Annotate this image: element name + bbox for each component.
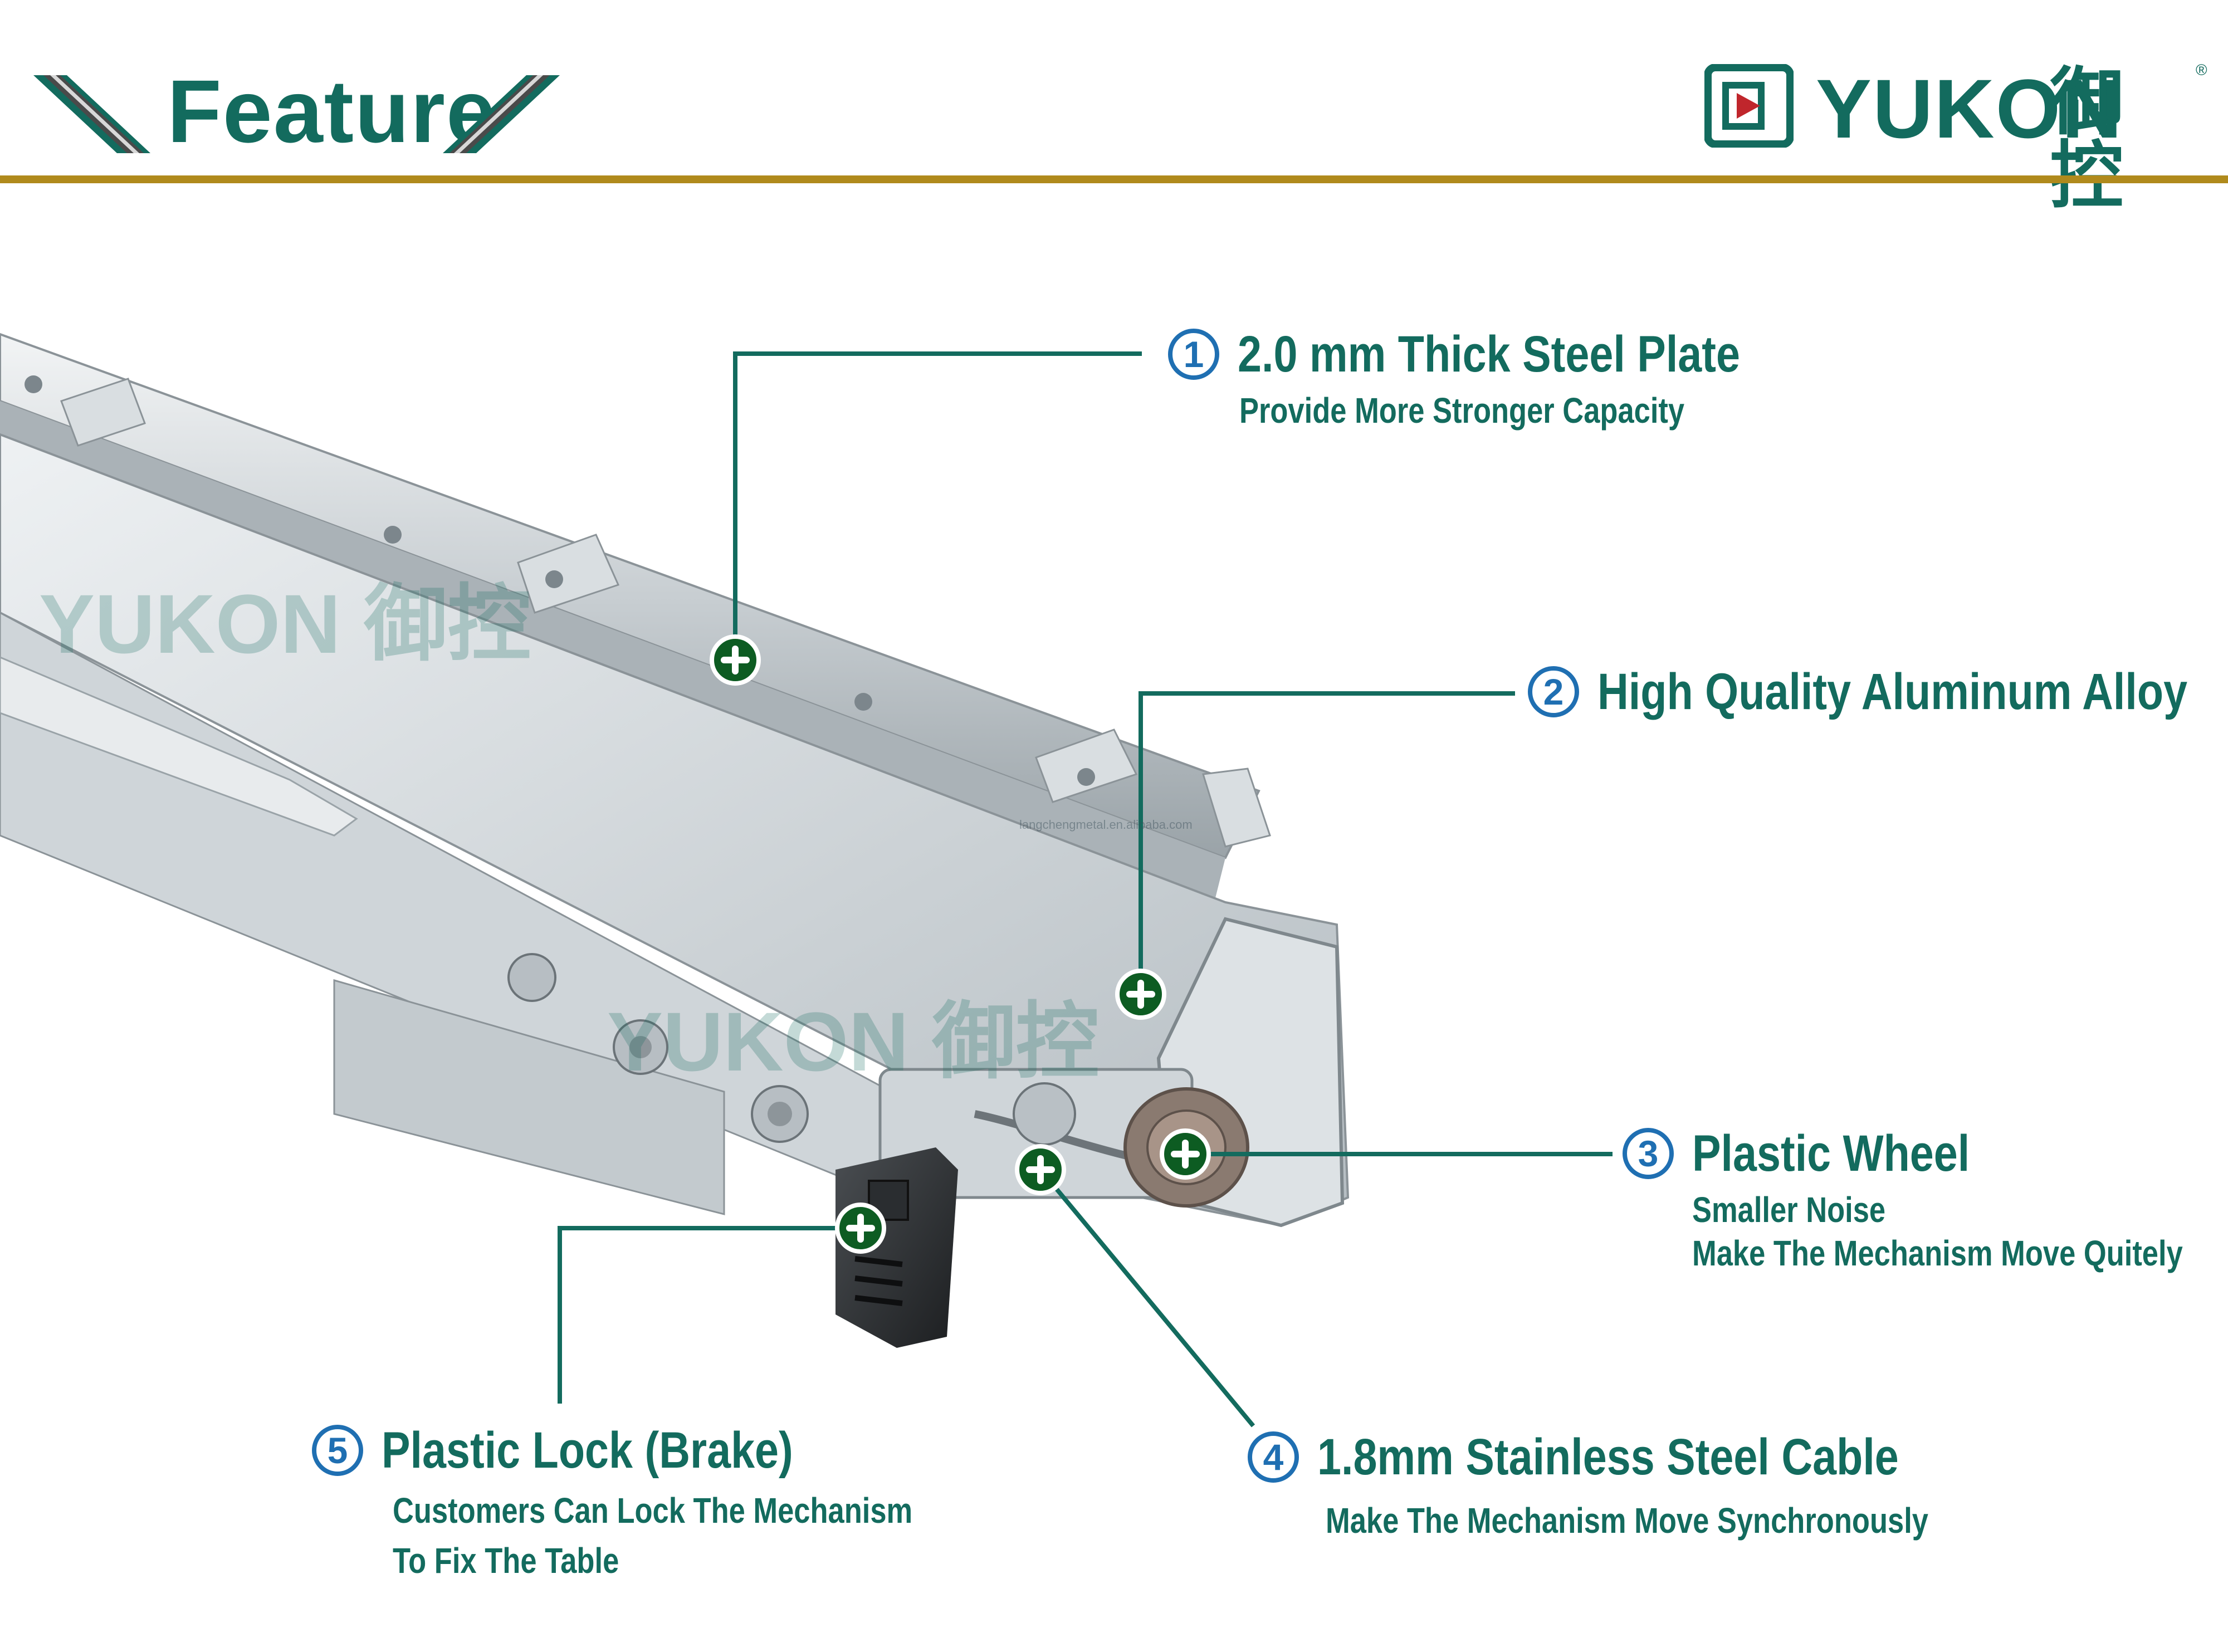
yukon-logo-icon	[1704, 64, 1794, 148]
leader-line-4	[1038, 1168, 1255, 1428]
callout-title: High Quality Aluminum Alloy	[1597, 663, 2188, 720]
watermark: YUKON 御控	[39, 577, 531, 671]
slide-rail-illustration	[0, 333, 1613, 1428]
plus-icon	[721, 646, 1200, 1243]
page-title: Feature	[167, 61, 497, 161]
callout-subtitle: Make The Mechanism Move Synchronously	[1326, 1501, 1928, 1541]
callout-subtitle: Provide More Stronger Capacity	[1239, 390, 1685, 431]
callout-subtitle: Customers Can Lock The Mechanism	[393, 1490, 913, 1531]
callout-number: 2	[1528, 666, 1579, 717]
leader-line-1	[733, 351, 1142, 660]
callout-number: 1	[1168, 329, 1219, 380]
callout-title: Plastic Wheel	[1692, 1125, 1970, 1182]
watermark: YUKON 御控	[607, 995, 1100, 1088]
leader-line-5	[558, 1226, 861, 1404]
callout-title: 1.8mm Stainless Steel Cable	[1317, 1429, 1899, 1485]
callout-subtitle: To Fix The Table	[393, 1541, 619, 1581]
header-divider	[0, 175, 2228, 183]
callout-title: 2.0 mm Thick Steel Plate	[1238, 326, 1741, 383]
registered-mark: ®	[2196, 61, 2207, 79]
callout-title: Plastic Lock (Brake)	[382, 1422, 793, 1479]
callout-number: 5	[312, 1425, 363, 1476]
callout-subtitle: Make The Mechanism Move Quitely	[1692, 1233, 2183, 1273]
callout-number: 3	[1623, 1128, 1674, 1179]
callout-number: 4	[1248, 1431, 1299, 1483]
chevron-stripe-icon	[443, 75, 560, 153]
brand-name: YUKON	[1816, 62, 2123, 155]
chevron-stripe-icon	[33, 75, 150, 153]
leader-line-2	[1139, 691, 1515, 994]
site-watermark: langchengmetal.en.alibaba.com	[1019, 818, 1193, 832]
callout-subtitle: Smaller Noise	[1692, 1190, 1886, 1230]
brand-logo: YUKON 御控 ®	[1704, 61, 2207, 213]
